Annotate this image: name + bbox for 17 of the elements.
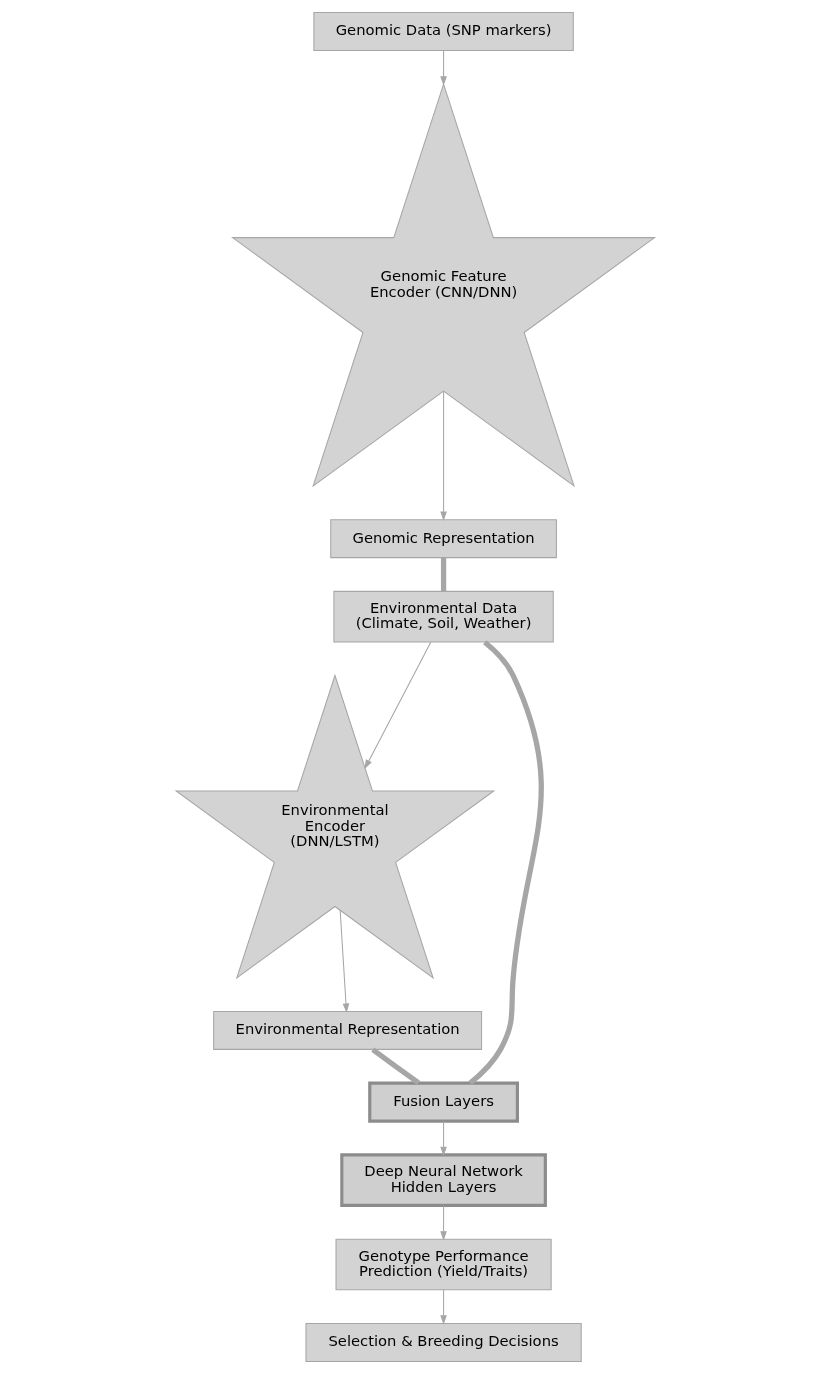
node-box: Genomic Representation	[329, 519, 557, 559]
node-box: Fusion Layers	[367, 1081, 519, 1123]
arrow	[439, 1289, 447, 1325]
arrow	[439, 1120, 447, 1157]
connector	[370, 1047, 420, 1086]
arrow	[439, 1205, 447, 1241]
arrow	[339, 909, 349, 1013]
node-box: Genotype Performance Prediction (Yield/Traits)	[335, 1238, 552, 1291]
node-box: Genomic Data (SNP markers)	[312, 11, 574, 51]
node-box: Environmental Data (Climate, Soil, Weather)	[332, 590, 554, 643]
node-box: Environmental Representation	[212, 1010, 482, 1050]
arrow	[363, 641, 431, 770]
connector	[440, 557, 446, 592]
arrow	[439, 50, 447, 86]
node-box: Deep Neural Network Hidden Layers	[339, 1153, 547, 1208]
node-box: Selection & Breeding Decisions	[304, 1323, 582, 1363]
connector	[468, 640, 544, 1086]
